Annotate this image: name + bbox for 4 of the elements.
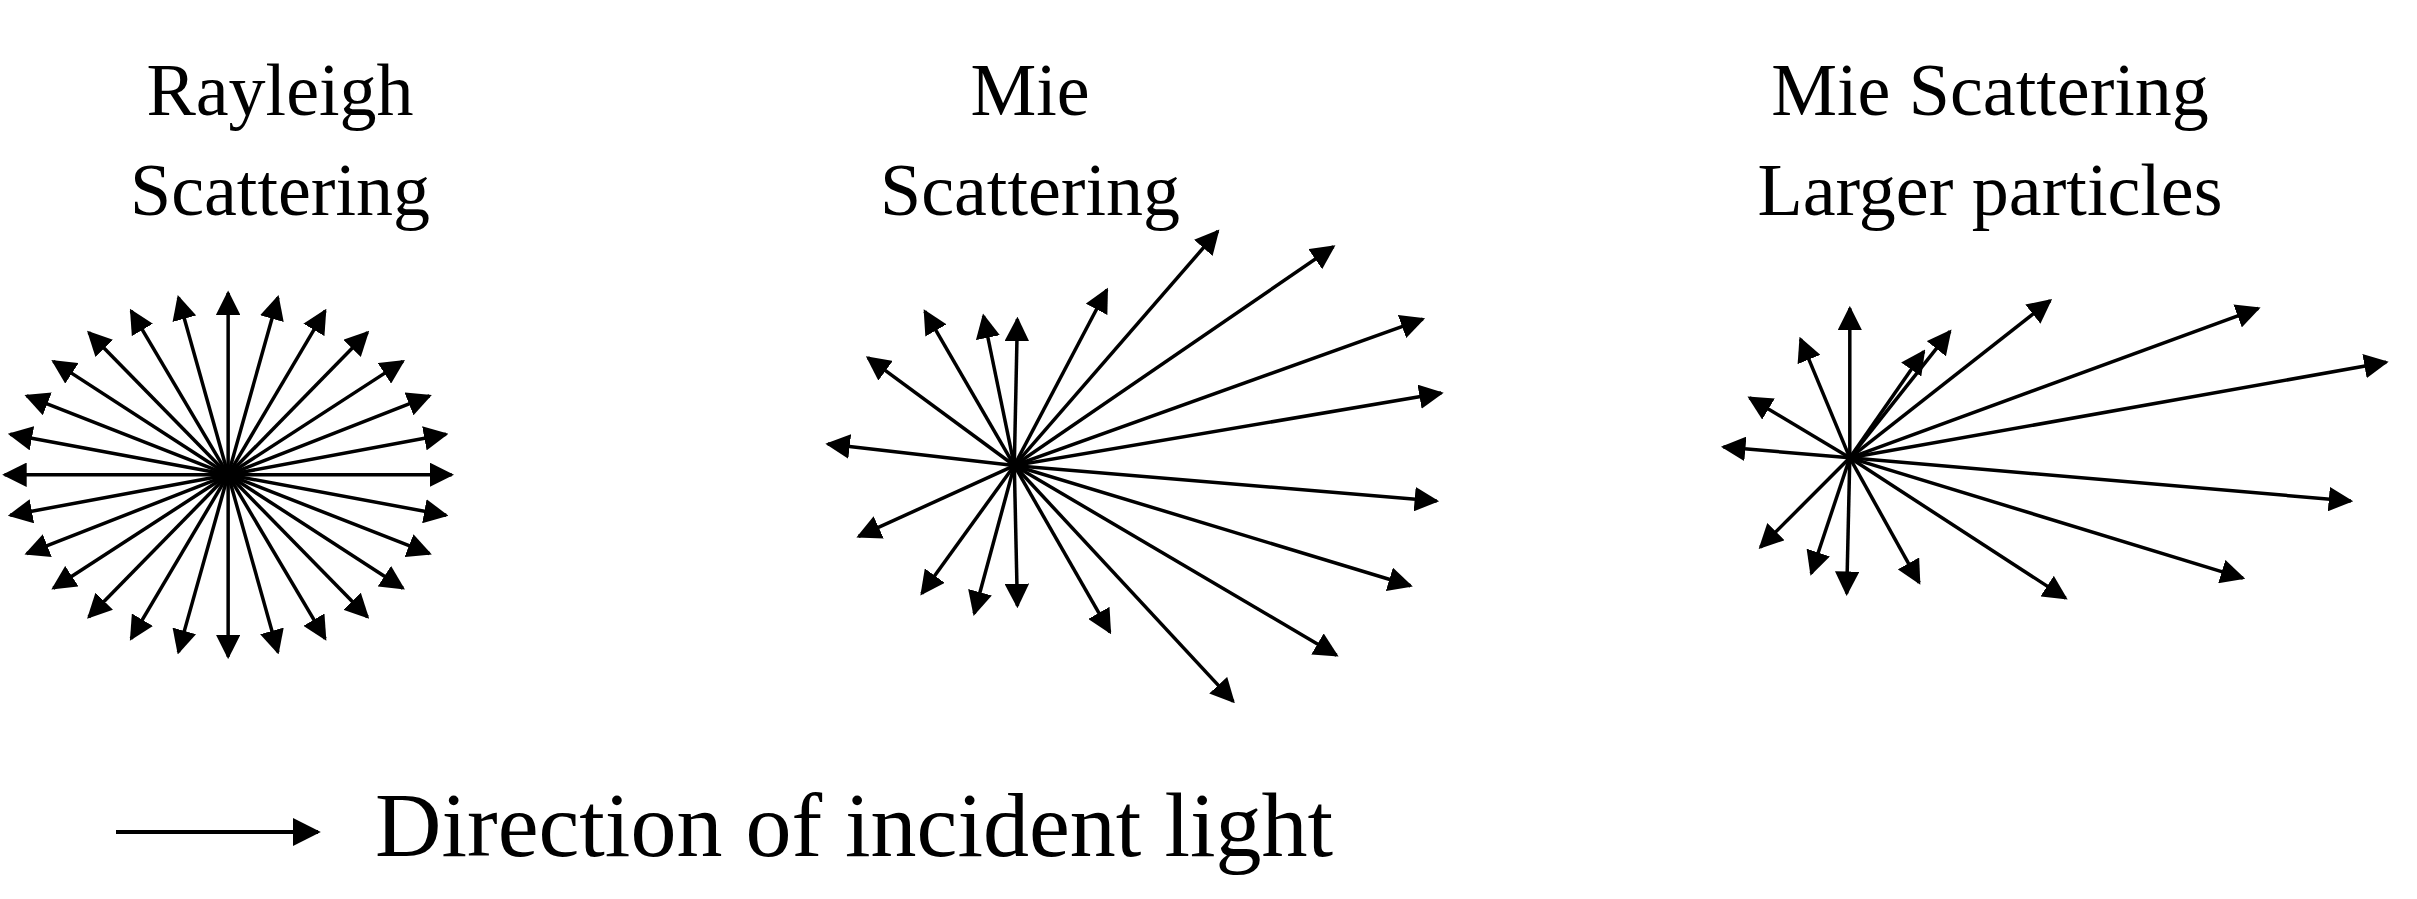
pattern-title: Mie Scattering Larger particles — [1756, 48, 2224, 233]
pattern-title: Rayleigh Scattering — [129, 48, 431, 233]
legend-text: Direction of incident light — [375, 773, 1334, 878]
pattern-title: Mie Scattering — [879, 48, 1181, 233]
